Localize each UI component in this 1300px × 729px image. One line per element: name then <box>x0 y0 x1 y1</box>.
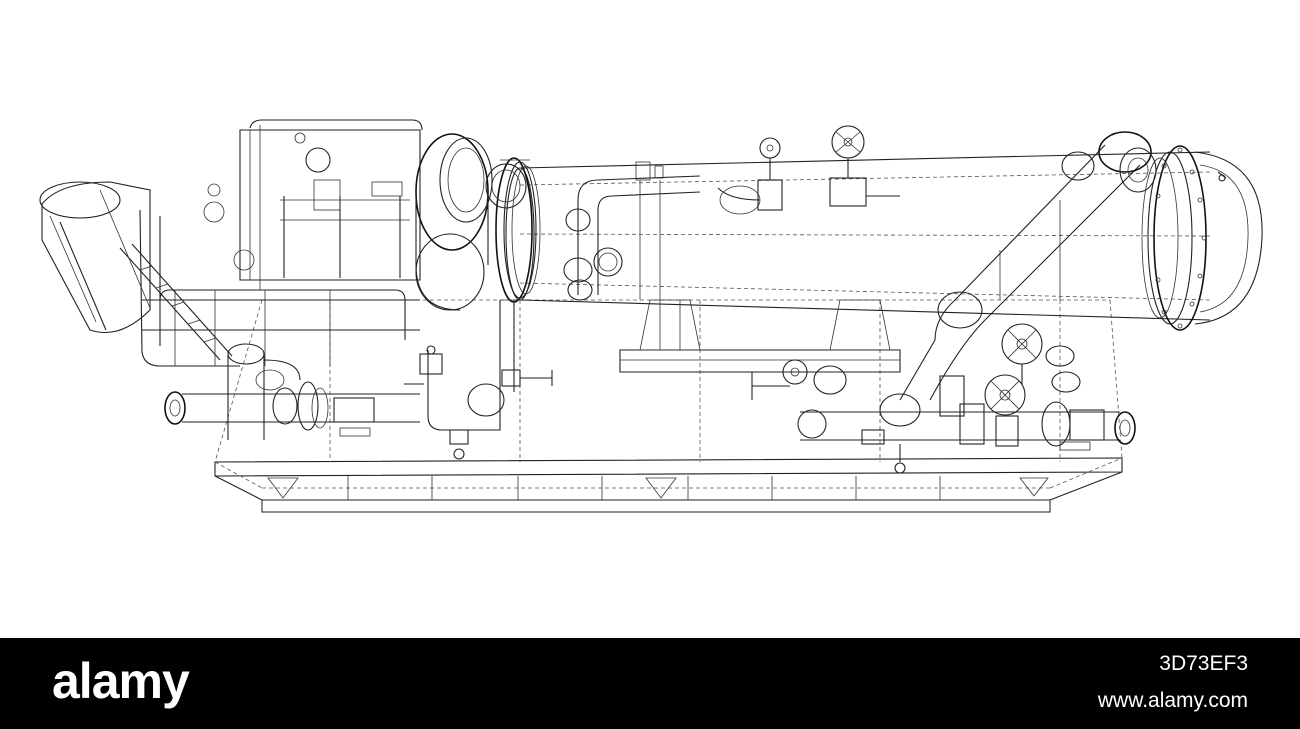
watermark-footer: alamy 3D73EF3 www.alamy.com <box>0 638 1300 729</box>
left-tank <box>39 181 151 334</box>
left-flanged-rings <box>415 133 541 311</box>
base-skid-frame <box>214 299 1123 513</box>
left-lower-piping <box>164 132 553 460</box>
image-id: 3D73EF3 <box>1159 652 1248 675</box>
right-lower-piping <box>751 323 1136 474</box>
upper-piping <box>563 161 701 301</box>
vessel-saddles <box>619 299 901 373</box>
wireframe-drawing <box>39 119 1263 513</box>
main-vessel <box>505 145 1263 331</box>
site-url: www.alamy.com <box>1097 689 1248 712</box>
top-gate-valves <box>717 125 900 215</box>
piping-skid-wireframe <box>39 119 1263 513</box>
left-platform-railings <box>119 119 423 367</box>
right-diagonal-pipe <box>879 131 1157 427</box>
brand-logo: alamy <box>52 653 190 709</box>
